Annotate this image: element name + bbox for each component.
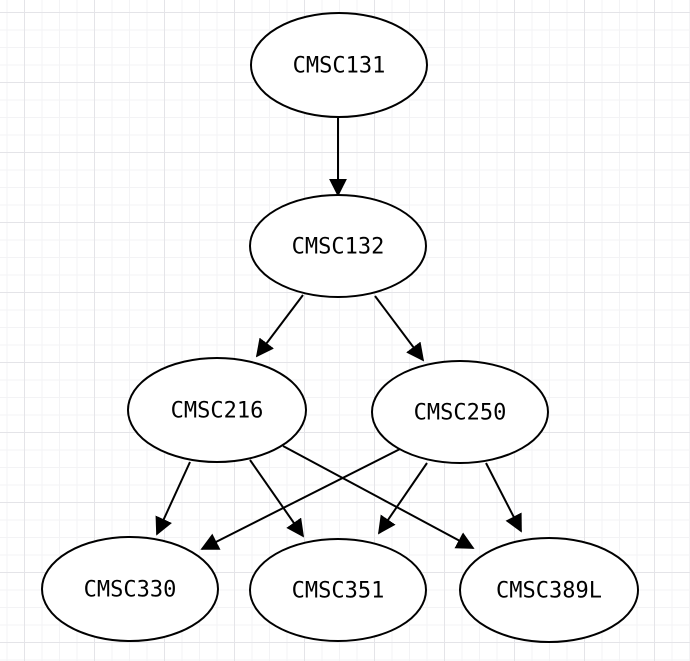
node-label-CMSC216: CMSC216 (171, 399, 264, 424)
node-ellipse-CMSC330 (41, 536, 219, 642)
node-CMSC389L: CMSC389L (459, 537, 639, 643)
edge-CMSC216-to-CMSC351 (249, 459, 305, 538)
node-CMSC330: CMSC330 (41, 536, 219, 642)
node-label-CMSC132: CMSC132 (292, 235, 385, 260)
node-ellipse-CMSC250 (371, 360, 549, 464)
node-label-CMSC330: CMSC330 (84, 578, 177, 603)
edges-layer (155, 118, 522, 550)
node-ellipse-CMSC131 (250, 12, 428, 118)
edge-CMSC132-to-CMSC216 (255, 294, 304, 358)
node-CMSC132: CMSC132 (249, 194, 427, 298)
edge-CMSC250-to-CMSC351 (377, 462, 428, 535)
edge-CMSC216-to-CMSC389L (282, 445, 475, 549)
node-ellipse-CMSC216 (127, 357, 307, 463)
node-CMSC250: CMSC250 (371, 360, 549, 464)
edge-CMSC250-to-CMSC389L (485, 462, 522, 533)
node-label-CMSC389L: CMSC389L (496, 579, 602, 604)
node-label-CMSC351: CMSC351 (292, 579, 385, 604)
node-ellipse-CMSC389L (459, 537, 639, 643)
node-label-CMSC131: CMSC131 (293, 54, 386, 79)
node-ellipse-CMSC351 (249, 538, 427, 642)
edge-CMSC250-to-CMSC330 (200, 447, 403, 550)
edge-CMSC216-to-CMSC330 (155, 461, 191, 536)
node-ellipse-CMSC132 (249, 194, 427, 298)
edge-CMSC132-to-CMSC250 (374, 295, 425, 362)
node-CMSC216: CMSC216 (127, 357, 307, 463)
node-label-CMSC250: CMSC250 (414, 401, 507, 426)
node-CMSC351: CMSC351 (249, 538, 427, 642)
node-CMSC131: CMSC131 (250, 12, 428, 118)
